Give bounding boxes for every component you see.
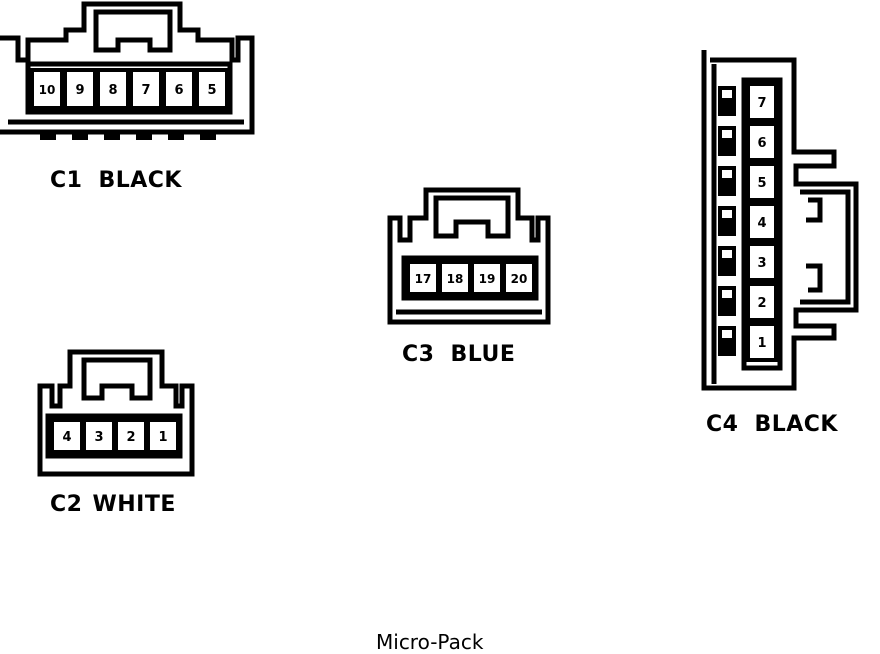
c2-pin-4: 4 xyxy=(50,418,84,454)
c1-bottom-teeth xyxy=(40,130,216,140)
c4-pin-6-number: 6 xyxy=(757,136,766,151)
c4-pin-4: 4 xyxy=(746,202,778,242)
c1-connector-body xyxy=(0,1,255,135)
c4-pin-4-number: 4 xyxy=(757,216,766,231)
c4-pin-2: 2 xyxy=(746,282,778,322)
c3-pin-20-number: 20 xyxy=(511,272,528,286)
c2-pin-1-number: 1 xyxy=(158,430,167,445)
c4-label: C4 BLACK xyxy=(706,412,854,437)
c3-pin-19-number: 19 xyxy=(479,272,496,286)
c2-pin-1: 1 xyxy=(146,418,180,454)
c4-connector-body xyxy=(701,50,859,391)
c4-color: BLACK xyxy=(754,412,838,437)
c4-id: C4 xyxy=(706,412,739,437)
c4-side-slot-fill xyxy=(722,258,732,272)
c4-side-slot xyxy=(718,86,736,116)
c4-side-slot xyxy=(718,286,736,316)
c2-label: C2 WHITE xyxy=(50,492,192,517)
c2-pin-3-number: 3 xyxy=(94,430,103,445)
c3-id: C3 xyxy=(402,342,435,367)
c2-pins: 4 3 2 1 xyxy=(50,418,180,454)
c4-pin-1-number: 1 xyxy=(757,336,766,351)
c2-pin-2-number: 2 xyxy=(126,430,135,445)
c1-pin-5: 5 xyxy=(195,68,229,110)
c1-pin-9: 9 xyxy=(63,68,97,110)
c2-connector-body xyxy=(37,349,195,477)
c4-side-slot xyxy=(718,166,736,196)
c4-pin-7-number: 7 xyxy=(757,96,766,111)
c3-pin-17: 17 xyxy=(406,260,440,296)
c4-pin-3-number: 3 xyxy=(757,256,766,271)
c3-pin-18-number: 18 xyxy=(447,272,464,286)
c4-pin-5-number: 5 xyxy=(757,176,766,191)
c1-pin-8: 8 xyxy=(96,68,130,110)
c4-side-slot-fill xyxy=(722,298,732,312)
c4-side-slot xyxy=(718,206,736,236)
c4-pin-7: 7 xyxy=(746,82,778,122)
c4-side-slot-fill xyxy=(722,98,732,112)
c1-color: BLACK xyxy=(98,168,182,193)
c4-pin-5: 5 xyxy=(746,162,778,202)
c2-id: C2 xyxy=(50,492,83,517)
c2-pin-4-number: 4 xyxy=(62,430,71,445)
c4-pin-6: 6 xyxy=(746,122,778,162)
c4-side-slots xyxy=(718,86,736,356)
c1-pin-9-number: 9 xyxy=(75,83,84,98)
c1-pin-10: 10 xyxy=(30,68,64,110)
c4-side-slot xyxy=(718,126,736,156)
c2-pin-2: 2 xyxy=(114,418,148,454)
c4-pin-1: 1 xyxy=(746,322,778,362)
c4-side-slot-fill xyxy=(722,338,732,352)
c4-side-slot-fill xyxy=(722,218,732,232)
c3-connector-body xyxy=(387,187,551,325)
c1-pin-7-number: 7 xyxy=(141,83,150,98)
c2-color: WHITE xyxy=(92,492,176,517)
c4-side-slot xyxy=(718,246,736,276)
c3-pin-18: 18 xyxy=(438,260,472,296)
c3-color: BLUE xyxy=(450,342,516,367)
c1-pin-6-number: 6 xyxy=(174,83,183,98)
c3-pin-20: 20 xyxy=(502,260,536,296)
c4-pin-3: 3 xyxy=(746,242,778,282)
caption: Micro-Pack xyxy=(376,630,484,654)
c3-pins: 17 18 19 20 xyxy=(406,260,536,296)
c1-pin-10-number: 10 xyxy=(39,83,56,97)
c1-pins: 10 9 8 7 6 5 xyxy=(30,68,229,110)
c2-pin-3: 3 xyxy=(82,418,116,454)
c1-pin-6: 6 xyxy=(162,68,196,110)
c3-pin-19: 19 xyxy=(470,260,504,296)
c1-id: C1 xyxy=(50,168,83,193)
c1-pin-5-number: 5 xyxy=(207,83,216,98)
c3-label: C3 BLUE xyxy=(402,342,531,367)
c4-pins: 7 6 5 4 3 2 1 xyxy=(746,82,778,362)
c1-pin-7: 7 xyxy=(129,68,163,110)
c4-pin-2-number: 2 xyxy=(757,296,766,311)
c3-pin-17-number: 17 xyxy=(415,272,432,286)
c4-side-slot-fill xyxy=(722,178,732,192)
c1-label: C1 BLACK xyxy=(50,168,198,193)
c1-pin-8-number: 8 xyxy=(108,83,117,98)
c4-side-slot-fill xyxy=(722,138,732,152)
c4-side-slot xyxy=(718,326,736,356)
